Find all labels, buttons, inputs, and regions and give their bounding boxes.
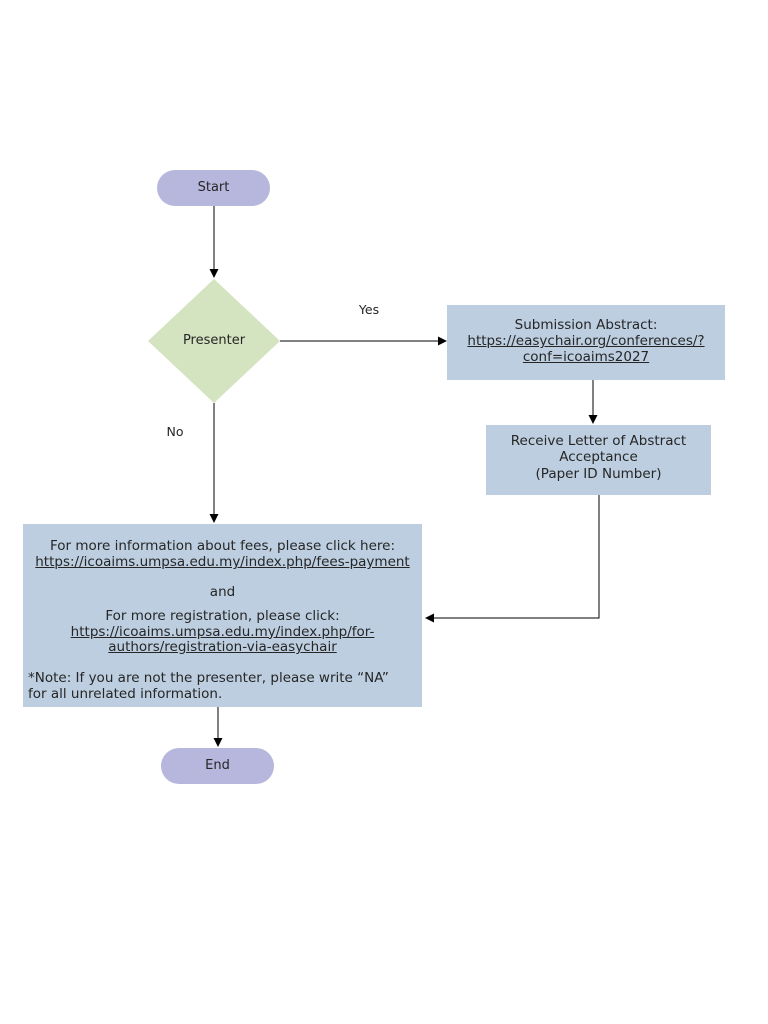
fees-info-text: For more information about fees, please … (49, 538, 396, 554)
fees-payment-link[interactable]: https://icoaims.umpsa.edu.my/index.php/f… (23, 554, 422, 570)
submission-abstract-link-line[interactable]: conf=icoaims2027 (522, 349, 650, 365)
registration-info-box: For more information about fees, please … (23, 524, 422, 707)
submission-abstract-box: Submission Abstract: https://easychair.o… (447, 305, 725, 380)
end-label: End (205, 758, 230, 773)
start-label: Start (197, 180, 230, 195)
start-terminal: Start (157, 170, 270, 206)
connector-acceptance-to-registration-info (433, 495, 600, 619)
arrowhead (438, 336, 447, 346)
presenter-note: *Note: If you are not the presenter, ple… (28, 670, 422, 702)
fees-payment-link-line[interactable]: https://icoaims.umpsa.edu.my/index.php/f… (35, 554, 410, 570)
acceptance-text-line: Acceptance (559, 449, 638, 466)
registration-link[interactable]: https://icoaims.umpsa.edu.my/index.php/f… (23, 623, 422, 656)
registration-link-line[interactable]: authors/registration-via-easychair (108, 639, 337, 655)
fees-info: For more information about fees, please … (23, 538, 422, 570)
end-terminal: End (161, 748, 274, 784)
and-text: and (209, 584, 236, 600)
registration-link-line[interactable]: https://icoaims.umpsa.edu.my/index.php/f… (70, 623, 375, 640)
arrowhead (588, 415, 598, 424)
arrowhead (209, 269, 219, 278)
registration-info: For more registration, please click: htt… (23, 608, 422, 656)
acceptance-text-line: (Paper ID Number) (535, 465, 662, 482)
arrowhead (213, 738, 223, 747)
registration-info-text: For more registration, please click: (105, 608, 340, 624)
submission-abstract-link-line[interactable]: https://easychair.org/conferences/? (467, 333, 705, 349)
submission-abstract-title: Submission Abstract: (514, 317, 658, 333)
submission-abstract-link[interactable]: https://easychair.org/conferences/? conf… (467, 333, 704, 365)
arrowhead (209, 514, 219, 523)
abstract-acceptance-box: Receive Letter of Abstract Acceptance (P… (486, 425, 711, 495)
presenter-decision-label: Presenter (182, 333, 246, 348)
acceptance-text-line: Receive Letter of Abstract (510, 432, 687, 449)
no-branch-label: No (166, 424, 184, 439)
presenter-note-line: *Note: If you are not the presenter, ple… (28, 670, 389, 686)
arrowhead (425, 613, 434, 623)
presenter-note-line: for all unrelated information. (28, 686, 223, 702)
yes-branch-label: Yes (358, 302, 380, 317)
